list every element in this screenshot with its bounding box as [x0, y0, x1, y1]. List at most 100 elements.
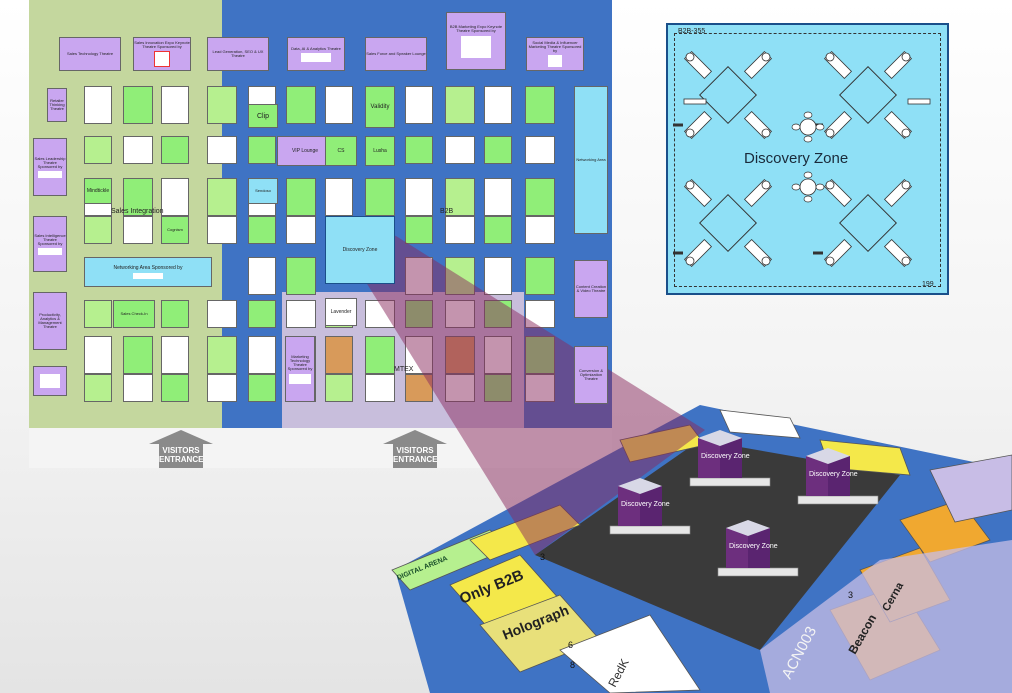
booth-stand[interactable] — [248, 336, 276, 374]
booth-stand[interactable] — [286, 216, 316, 244]
booth-stand[interactable] — [484, 86, 512, 124]
booth-stand[interactable] — [161, 86, 189, 124]
booth-stand[interactable] — [84, 216, 112, 244]
booth-stand[interactable] — [445, 216, 475, 244]
panel-sales-intelligence[interactable]: Sales Intelligence Theatre Sponsored by — [33, 216, 67, 272]
booth-stand[interactable] — [123, 336, 153, 374]
booth-stand[interactable] — [84, 336, 112, 374]
booth-stand[interactable] — [161, 178, 189, 216]
theatre-sales-force-lounge[interactable]: Sales Force and Speaker Lounge — [365, 37, 427, 71]
booth-stand[interactable] — [161, 336, 189, 374]
entrance-arrow-icon — [383, 430, 447, 444]
booth-stand[interactable] — [248, 374, 276, 402]
discovery-stand: Discovery Zone — [689, 430, 771, 487]
booth-lavender[interactable]: Lavender — [325, 298, 357, 326]
panel-content-creation[interactable]: Content Creation & Video Theatre — [574, 260, 608, 318]
panel-sales-leadership[interactable]: Sales Leadership Theatre Sponsored by — [33, 138, 67, 196]
booth-stand[interactable] — [207, 86, 237, 124]
sponsor-logo-icon — [133, 272, 163, 279]
booth-sendoso[interactable]: Sendoso — [248, 178, 278, 204]
booth-stand[interactable] — [248, 257, 276, 295]
sponsor-logo-icon — [40, 374, 60, 388]
booth-stand[interactable] — [123, 178, 153, 216]
booth-stand[interactable] — [123, 216, 153, 244]
booth-stand[interactable] — [207, 136, 237, 164]
booth-cognism[interactable]: Cognism — [161, 216, 189, 244]
booth-stand[interactable] — [286, 178, 316, 216]
booth-stand[interactable] — [405, 216, 433, 244]
chair — [803, 111, 813, 119]
stool — [825, 256, 835, 266]
panel-networking-area[interactable]: Networking Area — [574, 86, 608, 234]
booth-stand[interactable] — [84, 374, 112, 402]
booth-stand[interactable] — [525, 136, 555, 164]
booth-stand[interactable] — [123, 374, 153, 402]
booth-stand[interactable] — [445, 136, 475, 164]
booth-stand[interactable] — [207, 374, 237, 402]
counter — [609, 525, 691, 535]
networking-area-zone[interactable]: Networking Area Sponsored by — [84, 257, 212, 287]
booth-stand[interactable] — [525, 86, 555, 124]
booth-stand[interactable] — [207, 300, 237, 328]
discovery-zone-booth[interactable]: Discovery Zone — [325, 216, 395, 284]
booth-stand[interactable] — [484, 178, 512, 216]
panel-conversion[interactable]: Conversion & Optimization Theatre — [574, 346, 608, 404]
booth-stand[interactable] — [405, 136, 433, 164]
booth-stand[interactable] — [445, 86, 475, 124]
booth-stand[interactable] — [207, 178, 237, 216]
booth-stand[interactable] — [325, 86, 353, 124]
panel-retailer-thinking[interactable]: Retailer Thinking Theatre — [47, 88, 67, 122]
stand-top — [698, 430, 742, 446]
booth-stand[interactable] — [286, 300, 316, 328]
theatre-data-ai[interactable]: Data, AI & Analytics Theatre — [287, 37, 345, 71]
booth-stand[interactable] — [123, 86, 153, 124]
booth-lusha[interactable]: Lusha — [365, 136, 395, 166]
booth-stand[interactable] — [484, 216, 512, 244]
booth-stand[interactable] — [248, 136, 276, 164]
booth-cs[interactable]: CS — [325, 136, 357, 166]
booth-stand[interactable] — [286, 86, 316, 124]
booth-stand[interactable] — [445, 178, 475, 216]
booth-stand[interactable] — [161, 136, 189, 164]
booth-sales-checkin[interactable]: Sales Check-In — [113, 300, 155, 328]
theatre-social-media[interactable]: Social Media & Influencer Marketing Thea… — [526, 37, 584, 71]
booth-stand[interactable] — [248, 216, 276, 244]
booth-vip-lounge[interactable]: VIP Lounge — [277, 136, 333, 166]
booth-stand[interactable] — [405, 178, 433, 216]
booth-stand[interactable] — [484, 136, 512, 164]
booth-stand[interactable] — [161, 300, 189, 328]
booth-stand[interactable] — [161, 374, 189, 402]
stand-top — [806, 448, 850, 464]
panel-label: Sales Intelligence Theatre Sponsored by — [34, 232, 66, 246]
booth-stand[interactable] — [123, 136, 153, 164]
booth-stand[interactable] — [484, 257, 512, 295]
booth-stand[interactable] — [286, 257, 316, 295]
booth-stand[interactable] — [365, 178, 395, 216]
booth-stand[interactable] — [365, 336, 395, 374]
booth-stand[interactable] — [365, 374, 395, 402]
booth-stand[interactable] — [207, 216, 237, 244]
booth-stand[interactable] — [325, 374, 353, 402]
theatre-sales-innovation[interactable]: Sales Innovation Expo Keynote Theatre Sp… — [133, 37, 191, 71]
booth-stand[interactable] — [325, 178, 353, 216]
theatre-sales-technology[interactable]: Sales Technology Theatre — [59, 37, 121, 71]
booth-stand[interactable] — [525, 216, 555, 244]
booth-stand[interactable] — [207, 336, 237, 374]
booth-stand[interactable] — [405, 86, 433, 124]
marketing-tech-theatre[interactable]: Marketing Technology Theatre Sponsored b… — [285, 336, 315, 402]
booth-stand[interactable] — [325, 336, 353, 374]
booth-stand[interactable] — [84, 136, 112, 164]
booth-stand[interactable] — [84, 300, 112, 328]
booth-clip[interactable]: Clip — [248, 104, 278, 128]
booth-stand[interactable] — [525, 178, 555, 216]
booth-stand[interactable] — [248, 300, 276, 328]
panel-bottom-left[interactable] — [33, 366, 67, 396]
theatre-lead-generation[interactable]: Lead Generation, SEO & UX Theatre — [207, 37, 269, 71]
booth-stand[interactable] — [84, 86, 112, 124]
booth-mindtickle[interactable]: Mindtickle — [84, 178, 112, 204]
theatre-b2b-keynote[interactable]: B2B Marketing Expo Keynote Theatre Spons… — [446, 12, 506, 70]
booth-stand[interactable] — [525, 257, 555, 295]
booth-validity[interactable]: Validity — [365, 86, 395, 128]
panel-productivity[interactable]: Productivity, Analytics & Management The… — [33, 292, 67, 350]
